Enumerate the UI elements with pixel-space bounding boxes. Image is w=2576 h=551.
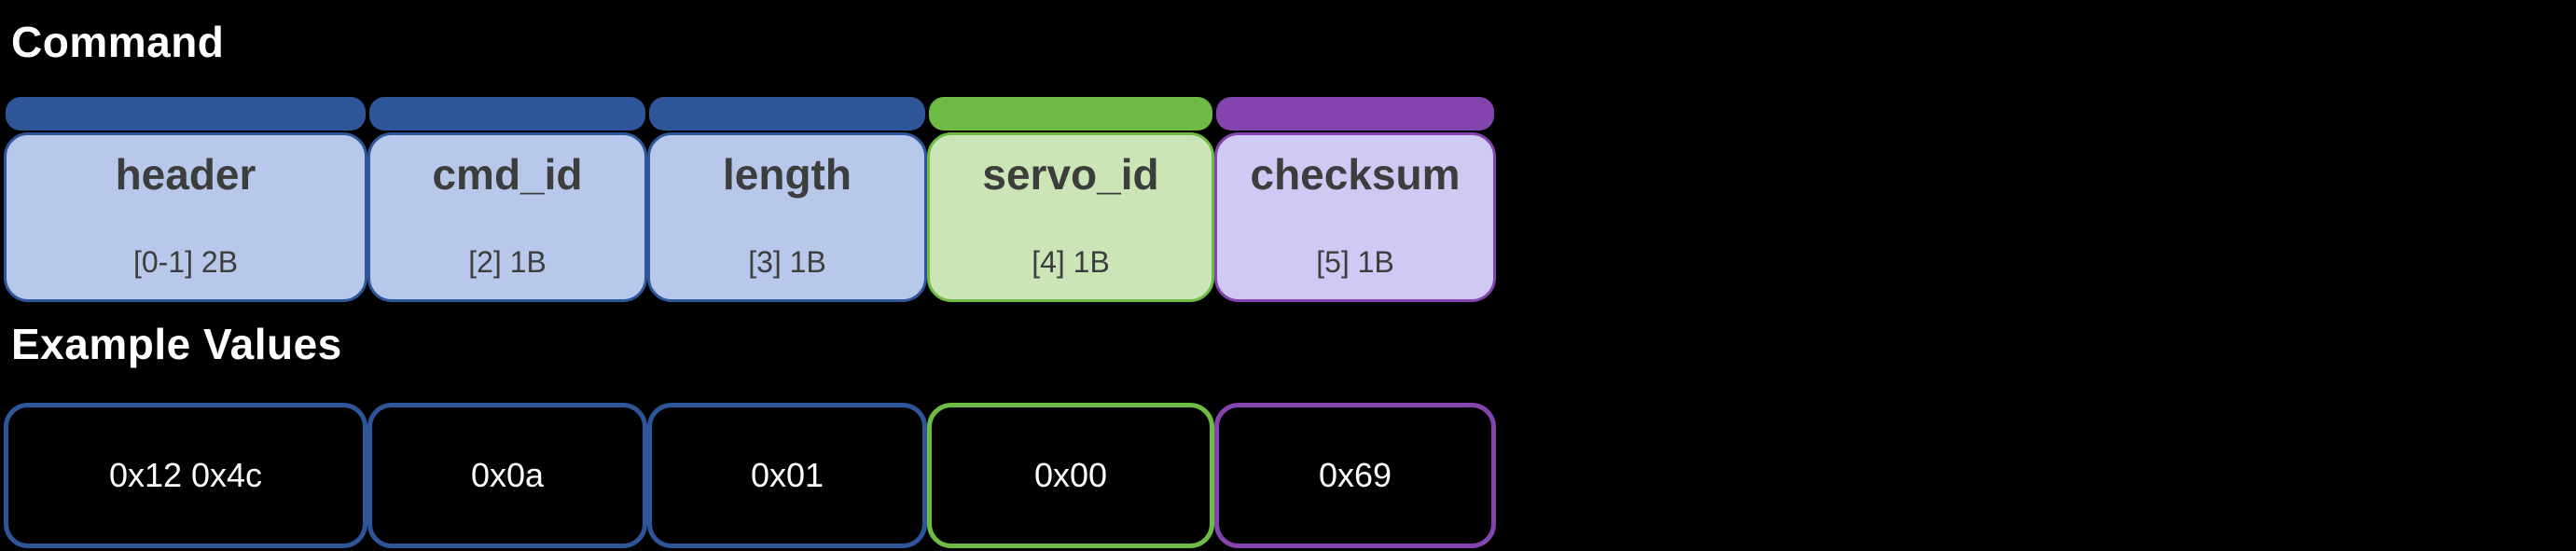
example-value-box-cmd-id: 0x0a xyxy=(367,403,647,548)
field-cap-wrap xyxy=(367,97,647,131)
field-bytes-label: [2] 1B xyxy=(468,245,547,279)
checksum-cap-bar xyxy=(1216,97,1494,131)
field-name-label: length xyxy=(723,150,852,199)
field-box-cmd-id: cmd_id [2] 1B xyxy=(367,132,647,302)
field-box-header: header [0-1] 2B xyxy=(4,132,367,302)
field-bytes-label: [4] 1B xyxy=(1032,245,1110,279)
example-values-row: 0x12 0x4c 0x0a 0x01 0x00 0x69 xyxy=(4,403,1496,548)
field-cap-wrap xyxy=(927,97,1214,131)
example-value-label: 0x00 xyxy=(1033,456,1108,494)
field-name-label: checksum xyxy=(1250,150,1461,199)
field-bytes-label: [3] 1B xyxy=(748,245,826,279)
cmd-id-cap-bar xyxy=(369,97,645,131)
example-value-label: 0x0a xyxy=(470,456,545,494)
example-value-label: 0x12 0x4c xyxy=(108,456,263,494)
header-cap-bar xyxy=(6,97,366,131)
example-value-box-header: 0x12 0x4c xyxy=(4,403,367,548)
field-caps-row xyxy=(4,97,1496,131)
field-name-label: cmd_id xyxy=(432,150,583,199)
field-name-label: servo_id xyxy=(982,150,1159,199)
field-box-checksum: checksum [5] 1B xyxy=(1214,132,1496,302)
field-bytes-label: [0-1] 2B xyxy=(132,245,239,279)
command-section-title: Command xyxy=(11,18,225,66)
field-box-servo-id: servo_id [4] 1B xyxy=(927,132,1214,302)
length-cap-bar xyxy=(649,97,925,131)
example-value-box-length: 0x01 xyxy=(647,403,927,548)
field-bytes-label: [5] 1B xyxy=(1316,245,1394,279)
field-name-label: header xyxy=(115,150,256,199)
example-value-box-servo-id: 0x00 xyxy=(927,403,1214,548)
example-value-label: 0x69 xyxy=(1318,456,1392,494)
field-boxes-row: header [0-1] 2B cmd_id [2] 1B length [3]… xyxy=(4,132,1496,302)
field-cap-wrap xyxy=(647,97,927,131)
example-values-section-title: Example Values xyxy=(11,320,342,368)
servo-id-cap-bar xyxy=(929,97,1212,131)
field-cap-wrap xyxy=(1214,97,1496,131)
example-value-label: 0x01 xyxy=(750,456,824,494)
field-box-length: length [3] 1B xyxy=(647,132,927,302)
field-cap-wrap xyxy=(4,97,367,131)
example-value-box-checksum: 0x69 xyxy=(1214,403,1496,548)
